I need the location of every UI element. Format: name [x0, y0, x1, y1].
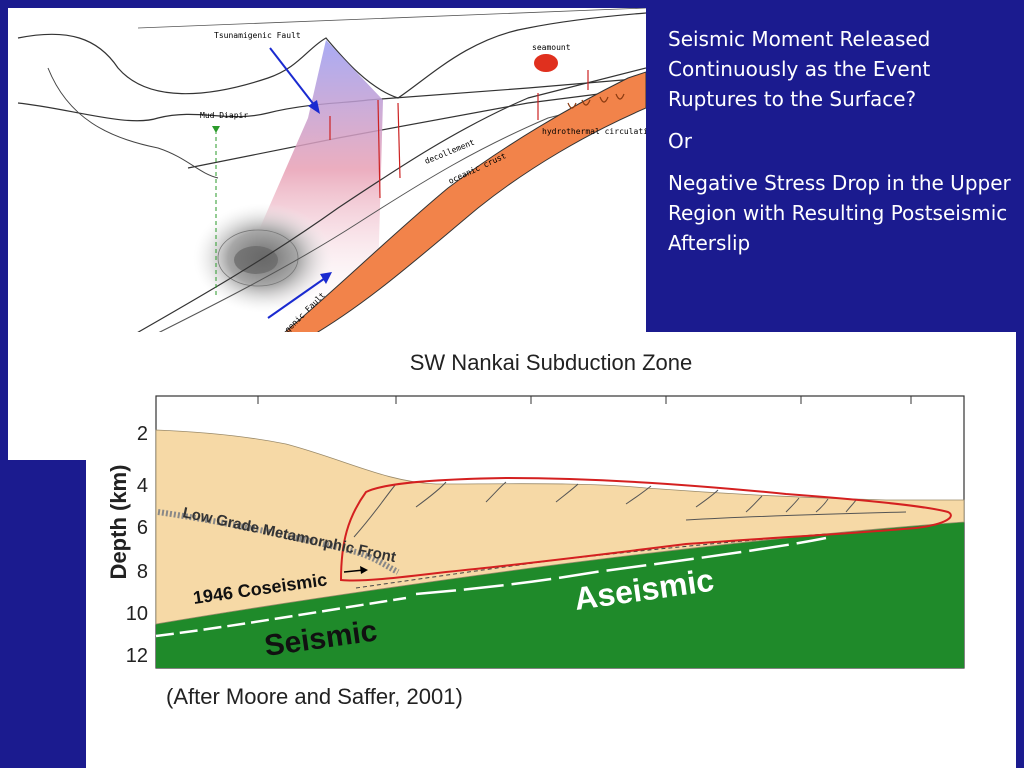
mud-diapir-marker	[212, 126, 220, 133]
seamount-marker	[534, 54, 558, 72]
depth-tick: 6	[137, 517, 148, 539]
block-diagram-svg: Tsunamigenic Fault seamount Mud Diapir h…	[17, 8, 646, 339]
left-block-edge	[47, 67, 219, 179]
text-question: Seismic Moment Released Continuously as …	[668, 27, 931, 111]
oceanic-crust-band	[276, 71, 646, 339]
contour-core	[234, 246, 278, 274]
coseismic-arrow-head	[360, 566, 368, 574]
nankai-cross-section: SW Nankai Subduction Zone	[86, 332, 1016, 768]
text-or: Or	[668, 129, 692, 153]
cross-section-svg: SW Nankai Subduction Zone	[106, 350, 965, 709]
back-edge-line	[137, 8, 646, 29]
depth-tick-labels: 2 4 6 8 10 12	[126, 423, 148, 667]
slab-line-2	[147, 92, 646, 339]
label-seamount: seamount	[532, 43, 571, 52]
thrust-marker	[377, 99, 381, 199]
depth-tick: 8	[137, 561, 148, 583]
label-hydrothermal: hydrothermal circulation	[542, 127, 646, 136]
plate-interface-seismic	[155, 596, 407, 638]
depth-tick: 4	[137, 475, 148, 497]
oceanic-crust-area	[156, 522, 964, 668]
lower-fault-arrow-head	[320, 272, 332, 284]
slab-top-line	[127, 67, 646, 339]
citation-text: (After Moore and Saffer, 2001)	[166, 684, 463, 709]
tsunami-arrow-head	[308, 100, 320, 114]
slide-text: Seismic Moment Released Continuously as …	[668, 24, 1018, 270]
text-alternative: Negative Stress Drop in the Upper Region…	[668, 171, 1011, 255]
structure-dashed-line	[355, 533, 827, 589]
metamorphic-front-line	[157, 509, 400, 575]
depth-axis-label: Depth (km)	[106, 465, 131, 580]
plate-interface-aseismic	[415, 536, 827, 596]
rupture-outline	[339, 476, 952, 582]
label-decollement: decollement	[423, 138, 476, 166]
top-ticks	[257, 396, 912, 404]
wedge-thrust-faults	[353, 481, 907, 538]
hydrothermal-symbols	[567, 93, 625, 109]
depth-tick: 2	[137, 423, 148, 445]
thrust-marker	[397, 102, 401, 179]
label-tsunamigenic-fault: Tsunamigenic Fault	[214, 31, 301, 40]
sediment-wedge	[155, 429, 965, 625]
tsunami-arrow	[269, 47, 319, 111]
lower-fault-arrow	[267, 275, 329, 319]
depth-tick: 12	[126, 645, 148, 667]
label-mud-diapir: Mud Diapir	[200, 111, 248, 120]
cross-section-title: SW Nankai Subduction Zone	[410, 350, 693, 375]
back-ridge-line	[17, 12, 646, 99]
depth-tick: 10	[126, 603, 148, 625]
contour-ring	[217, 229, 299, 287]
